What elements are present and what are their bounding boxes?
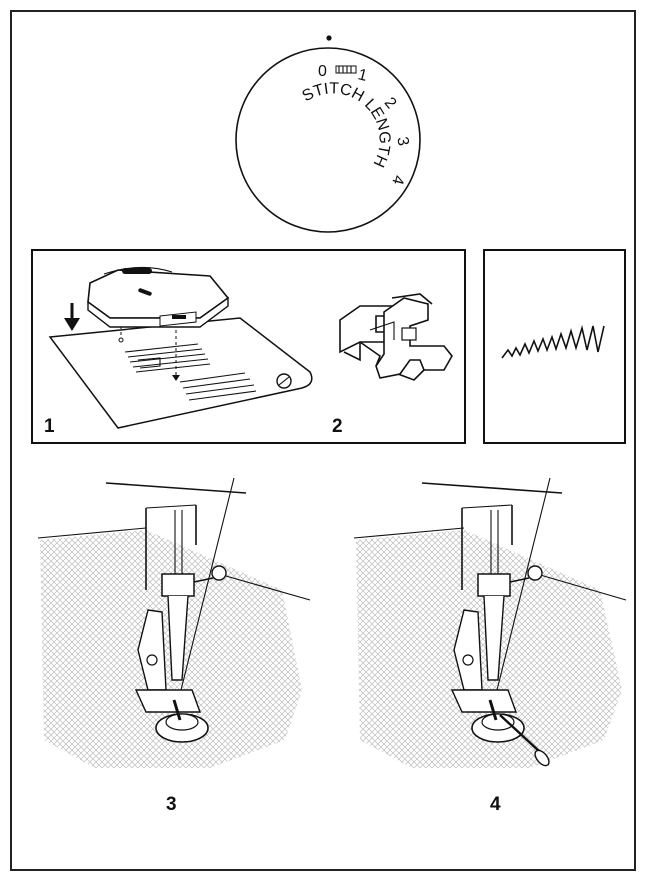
machine-needle-illustration-4 <box>353 477 627 768</box>
zigzag-stitch-sample <box>501 324 605 359</box>
screwdriver-icon <box>499 714 541 753</box>
arrow-down-icon <box>64 318 80 331</box>
panel-label-2: 2 <box>332 416 343 437</box>
stitch-length-dial: 0 1 2 3 4 STITCH LENGTH <box>235 35 421 233</box>
dial-caption: STITCH LENGTH <box>300 80 393 169</box>
machine-needle-illustration-3 <box>37 477 311 768</box>
presser-foot-top <box>87 269 230 319</box>
foot-shank-illustration <box>339 293 453 381</box>
needle-plate-illustration <box>48 266 313 429</box>
panel-box-1-2 <box>31 249 466 444</box>
needle-plate <box>48 317 313 429</box>
clamp-screw-icon-4 <box>527 565 543 581</box>
dial-circle <box>235 47 421 233</box>
clamp-screw-icon <box>211 565 227 581</box>
panel-label-1: 1 <box>44 416 55 437</box>
dial-tick-1: 1 <box>356 66 369 85</box>
stitch-sample-box <box>483 249 626 444</box>
dial-caption-text: STITCH LENGTH <box>300 80 393 169</box>
dial-tick-3: 3 <box>393 136 411 148</box>
dial-tick-0: 0 <box>318 63 327 80</box>
dial-zero-mark <box>335 65 357 74</box>
panel-label-3: 3 <box>166 794 177 815</box>
panel-label-4: 4 <box>490 794 501 815</box>
dial-index-dot <box>326 35 332 41</box>
dial-tick-4: 4 <box>388 173 407 186</box>
